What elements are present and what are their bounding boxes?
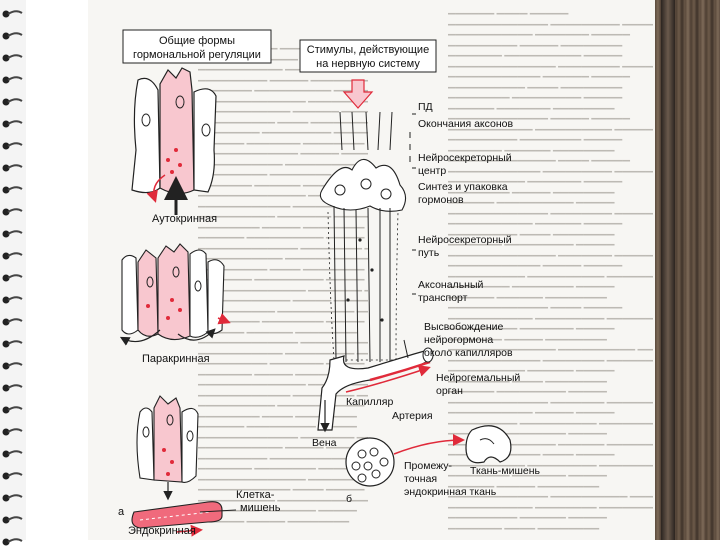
binding-ring bbox=[2, 28, 24, 40]
label-endocrine: Эндокринная bbox=[128, 525, 196, 537]
blood-vessels bbox=[317, 339, 434, 433]
label-vein: Вена bbox=[312, 437, 337, 449]
hormonal-regulation-diagram: Общие формы гормональной регуляции Ауток… bbox=[118, 29, 541, 537]
label-target-cell-2: мишень bbox=[240, 502, 281, 514]
label-pd: ПД bbox=[418, 101, 433, 113]
panel-a-title-box bbox=[122, 29, 272, 64]
stimulus-arrow bbox=[342, 79, 374, 109]
panel-b: Стимулы, действующие на нервную систему bbox=[299, 39, 541, 505]
binding-ring bbox=[2, 490, 24, 502]
label-synthesis-2: гормонов bbox=[418, 194, 464, 206]
binding-ring bbox=[2, 248, 24, 260]
label-synthesis-1: Синтез и упаковка bbox=[418, 181, 508, 193]
wood-frame-inner bbox=[661, 0, 675, 540]
label-autocrine: Аутокринная bbox=[152, 213, 217, 225]
label-axon-endings: Окончания аксонов bbox=[418, 118, 513, 130]
binding-ring bbox=[2, 512, 24, 524]
label-release-2: нейрогормона bbox=[424, 334, 493, 346]
panel-a: Общие формы гормональной регуляции Ауток… bbox=[118, 29, 281, 537]
label-neurosecretory-center-1: Нейросекреторный bbox=[418, 152, 512, 164]
binding-ring bbox=[2, 468, 24, 480]
label-axonal-transport-2: транспорт bbox=[418, 292, 468, 304]
binding-ring bbox=[2, 116, 24, 128]
target-tissue bbox=[465, 425, 512, 464]
binding-ring bbox=[2, 204, 24, 216]
label-target-cell-1: Клетка- bbox=[236, 489, 275, 501]
label-target-tissue: Ткань-мишень bbox=[470, 465, 541, 477]
binding-ring bbox=[2, 314, 24, 326]
binding-ring bbox=[2, 402, 24, 414]
binding-ring bbox=[2, 270, 24, 282]
panel-a-title-line1: Общие формы bbox=[159, 35, 235, 47]
label-artery: Артерия bbox=[392, 410, 433, 422]
binding-ring bbox=[2, 424, 24, 436]
paracrine-cells bbox=[119, 243, 231, 346]
binding-ring bbox=[2, 292, 24, 304]
faded-background-text-right: ▁▁▁▁▁▁ ▁▁▁▁ ▁▁▁▁▁ ▁▁▁▁▁▁▁▁▁▁▁▁▁ ▁▁▁▁▁▁▁▁… bbox=[448, 5, 653, 535]
binding-ring bbox=[2, 50, 24, 62]
stimuli-box bbox=[299, 39, 437, 73]
label-neurosecretory-path-1: Нейросекреторный bbox=[418, 234, 512, 246]
panel-a-title-line2: гормональной регуляции bbox=[133, 49, 261, 61]
autocrine-cells bbox=[131, 67, 217, 215]
binding-ring bbox=[2, 72, 24, 84]
label-neurosecretory-center-2: центр bbox=[418, 165, 446, 177]
label-release-3: около капилляров bbox=[424, 347, 513, 359]
label-intermediate-2: точная bbox=[404, 473, 437, 485]
label-neurohemal-2: орган bbox=[436, 385, 463, 397]
binding-ring bbox=[2, 336, 24, 348]
binding-ring bbox=[2, 358, 24, 370]
neuron-bundle bbox=[319, 111, 411, 363]
binding-ring bbox=[2, 94, 24, 106]
binding-ring bbox=[2, 226, 24, 238]
intermediate-tissue bbox=[345, 434, 465, 487]
binding-ring bbox=[2, 182, 24, 194]
label-capillary: Капилляр bbox=[346, 396, 393, 408]
binding-ring bbox=[2, 380, 24, 392]
binding-ring bbox=[2, 6, 24, 18]
stimuli-line1: Стимулы, действующие bbox=[307, 44, 429, 56]
label-axonal-transport-1: Аксональный bbox=[418, 279, 484, 291]
spiral-binding bbox=[0, 0, 26, 546]
binding-ring bbox=[2, 138, 24, 150]
binding-ring bbox=[2, 446, 24, 458]
panel-b-letter: б bbox=[346, 493, 352, 505]
label-paracrine: Паракринная bbox=[142, 353, 210, 365]
label-neurohemal-1: Нейрогемальный bbox=[436, 372, 520, 384]
endocrine-cells bbox=[131, 395, 237, 537]
label-intermediate-3: эндокринная ткань bbox=[404, 486, 497, 498]
label-intermediate-1: Промежу- bbox=[404, 460, 453, 472]
binding-ring bbox=[2, 160, 24, 172]
label-release-1: Высвобождение bbox=[424, 321, 503, 333]
label-neurosecretory-path-2: путь bbox=[418, 247, 440, 259]
stimuli-line2: на нервную систему bbox=[316, 58, 420, 70]
panel-a-letter: а bbox=[118, 506, 125, 518]
